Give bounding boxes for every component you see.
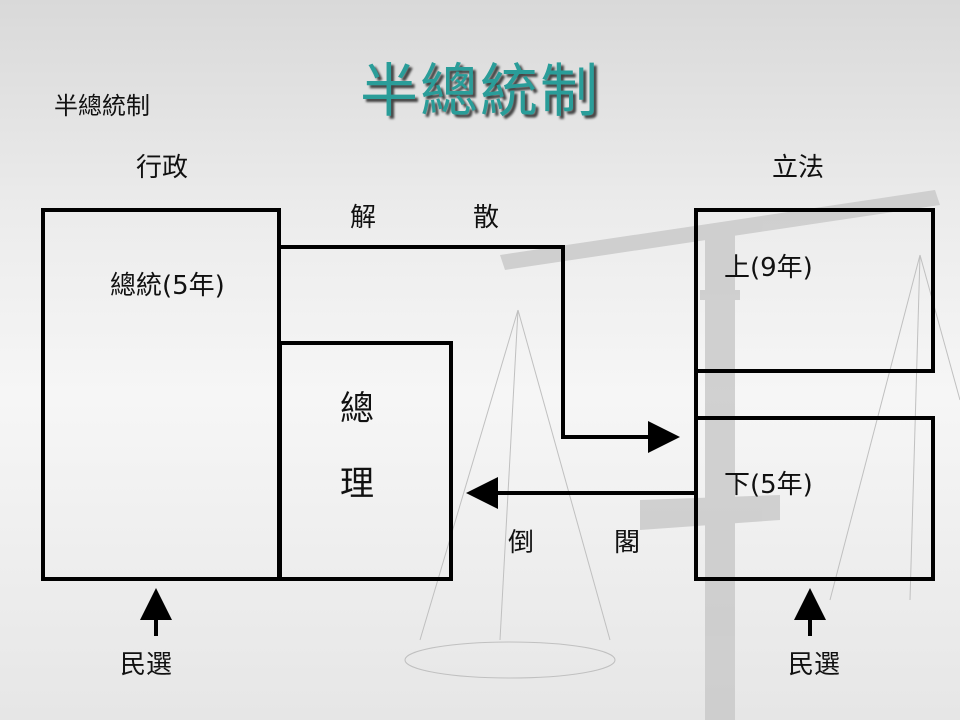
president-label: 總統(5年) — [110, 271, 225, 301]
premier-box — [278, 341, 453, 581]
election-label-left: 民選 — [120, 650, 173, 680]
censure-label-2: 閣 — [614, 528, 641, 558]
premier-label-2: 理 — [340, 464, 374, 504]
subtitle: 半總統制 — [54, 92, 150, 120]
dissolve-label-2: 散 — [473, 203, 500, 233]
dissolve-label-1: 解 — [350, 203, 377, 233]
lower-house-label: 下(5年) — [724, 470, 813, 500]
election-label-right: 民選 — [788, 650, 841, 680]
upper-house-box — [694, 208, 935, 373]
page-title: 半總統制 — [359, 57, 600, 125]
legislature-label: 立法 — [772, 153, 825, 183]
censure-label-1: 倒 — [508, 528, 535, 558]
dissolve-arrow — [280, 245, 680, 453]
president-box — [41, 208, 281, 581]
executive-label: 行政 — [136, 153, 189, 183]
upper-house-label: 上(9年) — [724, 253, 813, 283]
lower-house-box — [694, 416, 935, 581]
premier-label-1: 總 — [340, 389, 374, 429]
